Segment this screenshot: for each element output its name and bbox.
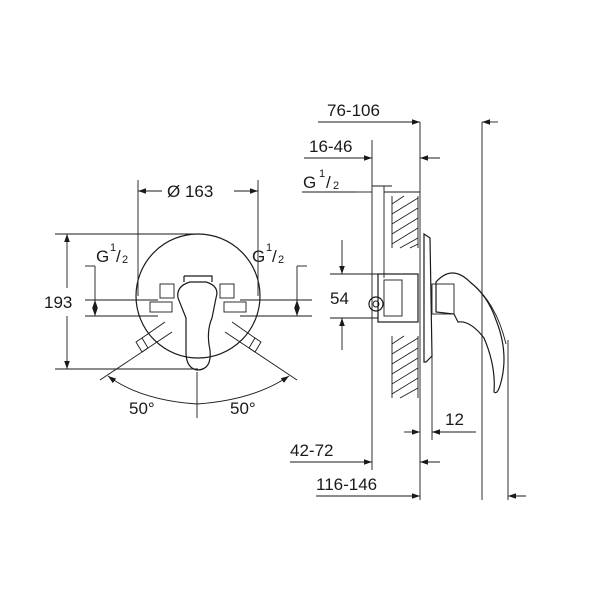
thread-right-slash: / <box>272 247 277 266</box>
handle-side <box>435 272 505 394</box>
dim-diameter: Ø 163 <box>167 182 213 201</box>
angle-left-label: 50° <box>129 399 155 418</box>
front-view: Ø 163 193 G 1 / 2 G 1 / 2 50° 50° <box>44 180 312 418</box>
side-view: 76-106 16-46 G 1 / 2 54 12 42-72 116-146 <box>290 101 526 500</box>
dim-116-146: 116-146 <box>316 475 377 494</box>
wall-lower-hatch <box>391 335 419 399</box>
thread-left-label: G <box>96 247 109 266</box>
dim-height: 193 <box>44 293 72 312</box>
thread-side-slash: / <box>326 173 331 192</box>
angle-right-label: 50° <box>230 399 256 418</box>
dim-12: 12 <box>445 410 464 429</box>
valve-body-front <box>383 279 403 317</box>
handle-lever <box>177 281 218 371</box>
angled-pipe-right <box>224 321 262 353</box>
sleeve <box>431 283 455 315</box>
thread-side-label: G <box>303 173 316 192</box>
dim-76-106: 76-106 <box>327 101 380 120</box>
cover-plate <box>135 233 261 359</box>
body-lug-left-low <box>149 301 173 313</box>
handle-top <box>183 275 213 282</box>
inlet-fitting <box>368 296 384 312</box>
thread-left-den: 2 <box>122 254 128 266</box>
dim-54: 54 <box>330 289 349 308</box>
body-lug-left <box>159 283 175 299</box>
angled-pipe-left <box>135 321 173 353</box>
body-lug-right <box>219 283 235 299</box>
handle-side-curve <box>469 281 507 345</box>
dim-42-72: 42-72 <box>290 441 333 460</box>
wall-upper-hatch <box>391 195 419 249</box>
thread-side-num: 1 <box>319 168 325 180</box>
cover-plate-side <box>423 232 433 363</box>
inlet-fitting-inner <box>372 300 380 308</box>
valve-body <box>377 273 419 323</box>
body-lug-right-low <box>223 301 247 313</box>
thread-right-num: 1 <box>266 242 272 254</box>
dim-16-46: 16-46 <box>309 137 352 156</box>
thread-right-label: G <box>252 247 265 266</box>
thread-left-num: 1 <box>110 242 116 254</box>
thread-left-slash: / <box>116 247 121 266</box>
thread-side-den: 2 <box>333 180 339 192</box>
thread-right-den: 2 <box>278 254 284 266</box>
